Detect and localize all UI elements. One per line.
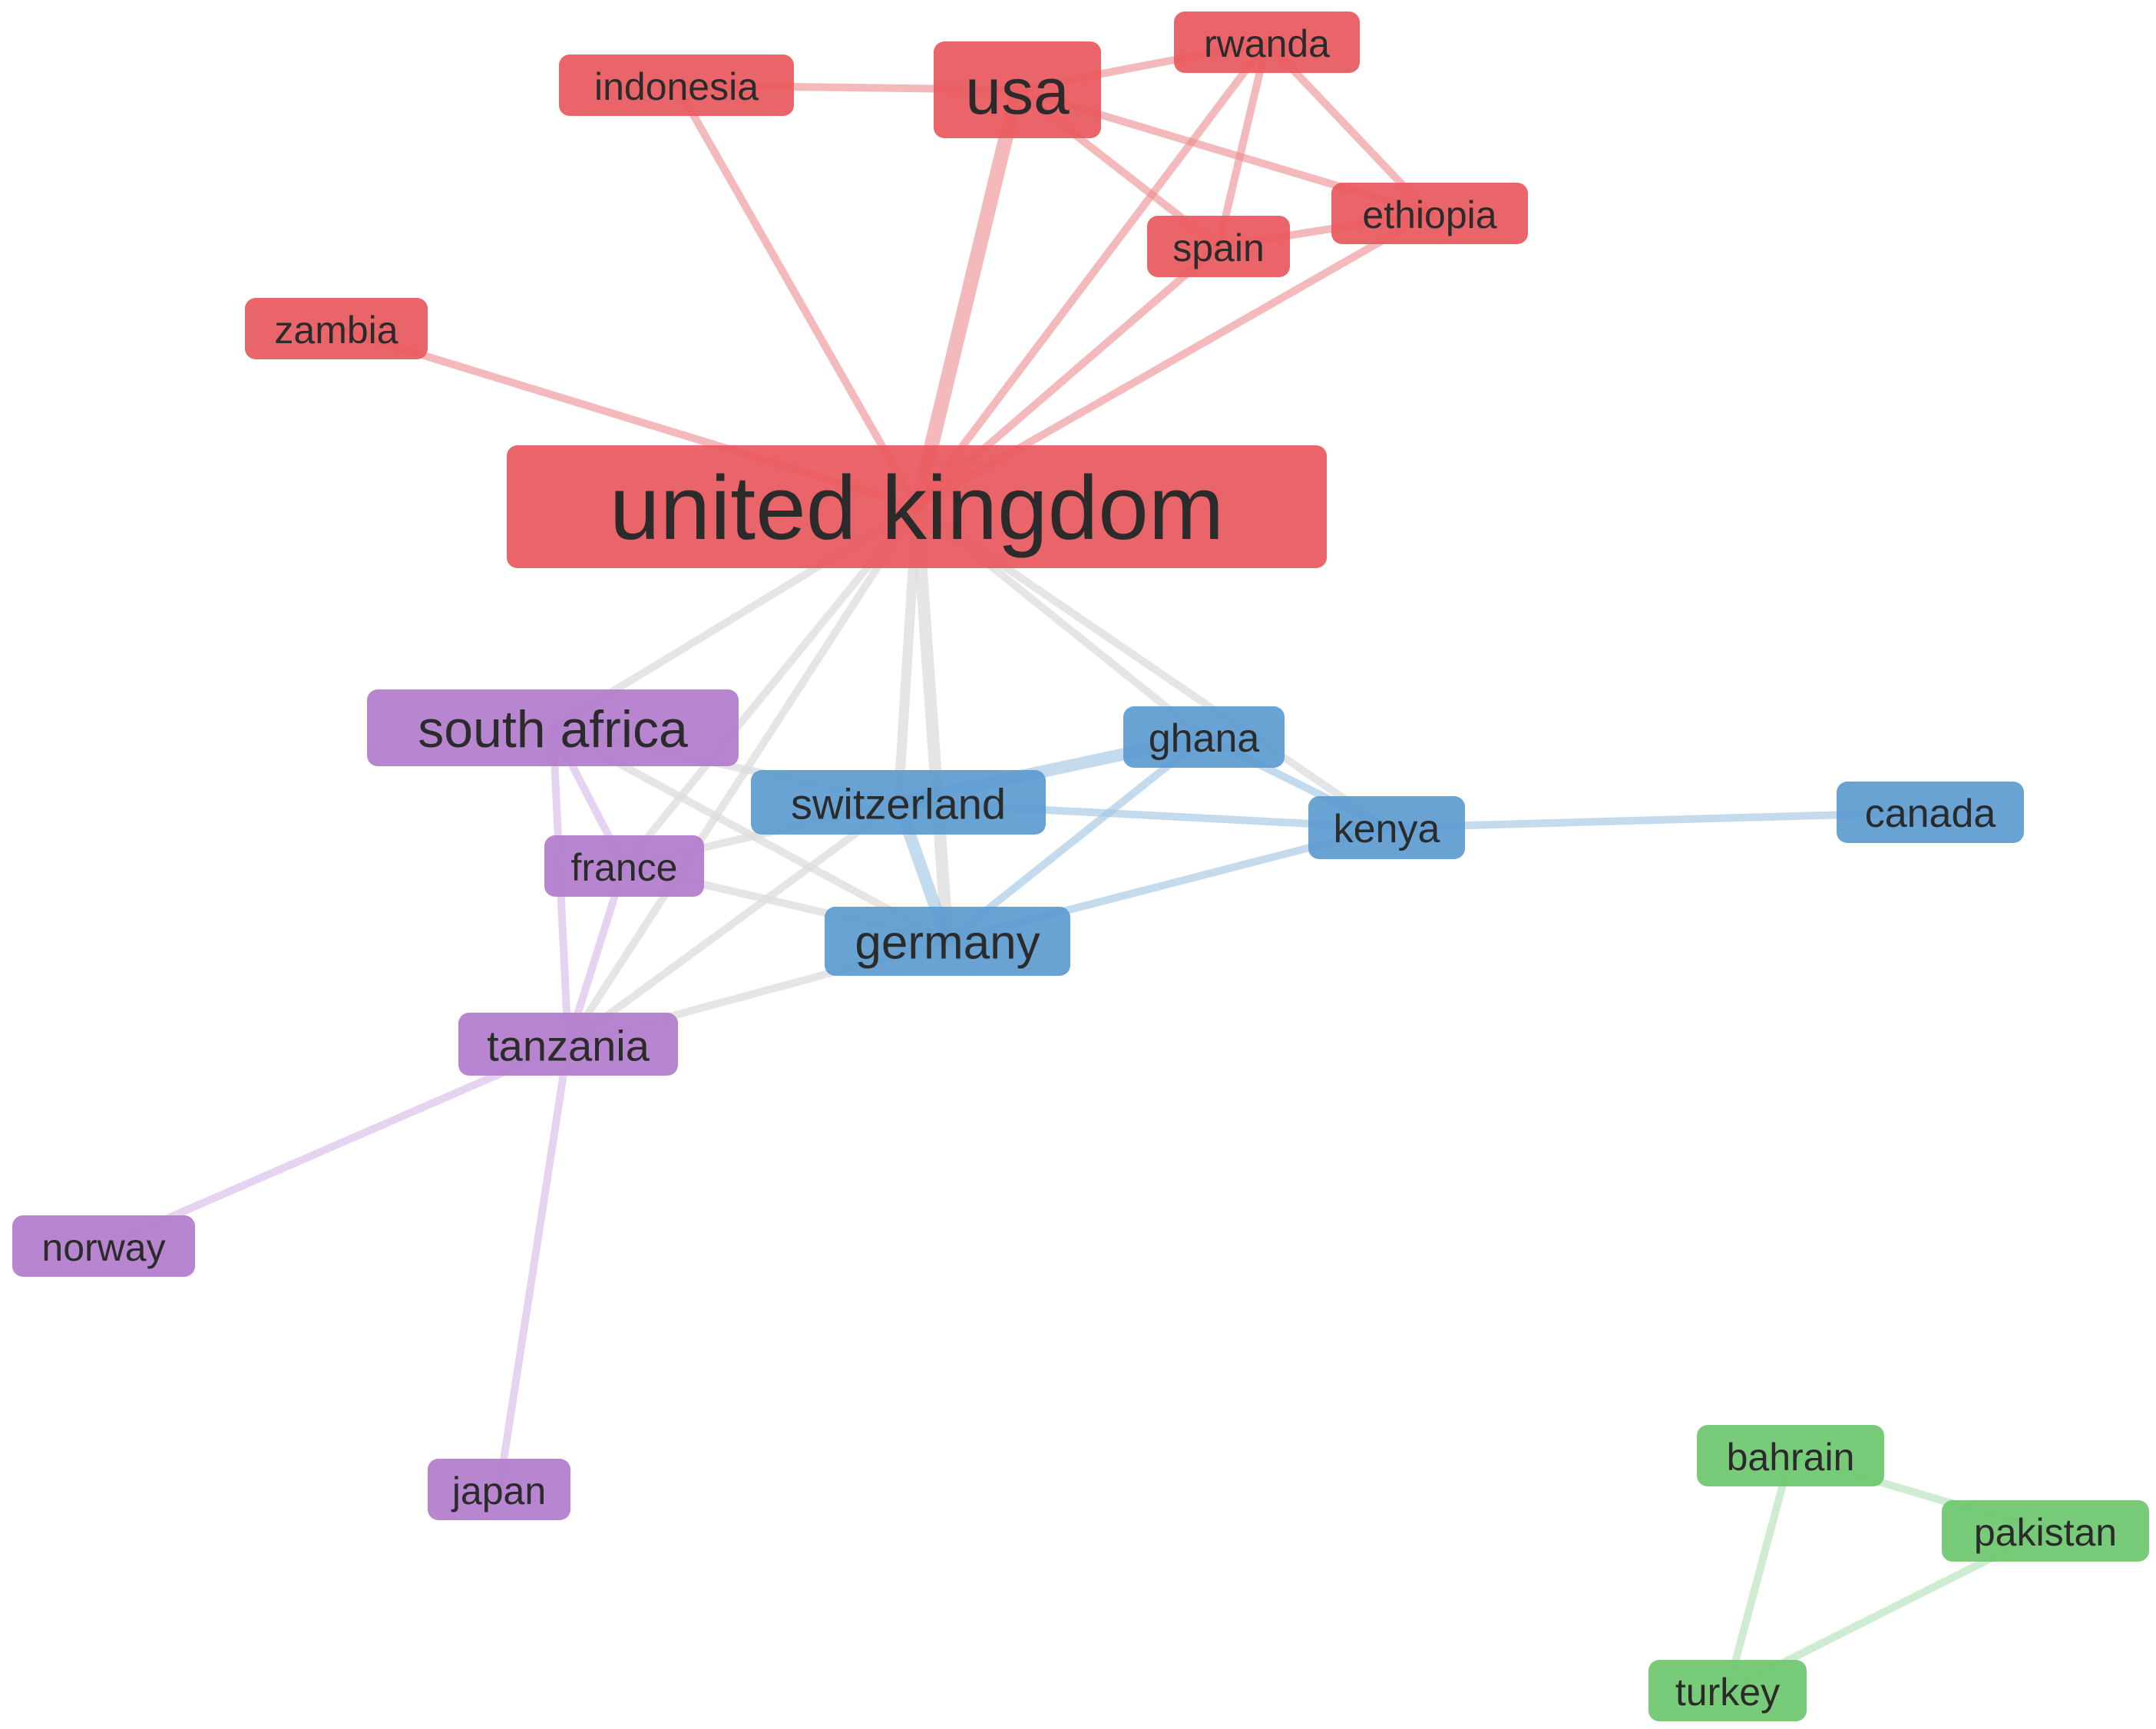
node-norway[interactable]: norway xyxy=(12,1215,195,1277)
node-spain[interactable]: spain xyxy=(1147,216,1290,277)
edge-united_kingdom-rwanda xyxy=(913,38,1271,511)
node-box-norway[interactable] xyxy=(12,1215,195,1277)
node-box-tanzania[interactable] xyxy=(458,1013,678,1076)
node-label-bahrain: bahrain xyxy=(1727,1436,1855,1479)
node-label-japan: japan xyxy=(451,1469,546,1512)
node-box-united_kingdom[interactable] xyxy=(507,445,1327,568)
node-tanzania[interactable]: tanzania xyxy=(458,1013,678,1076)
node-label-norway: norway xyxy=(41,1226,165,1269)
node-label-spain: spain xyxy=(1172,226,1265,269)
node-pakistan[interactable]: pakistan xyxy=(1942,1500,2149,1562)
node-zambia[interactable]: zambia xyxy=(245,298,428,359)
node-label-tanzania: tanzania xyxy=(487,1022,650,1070)
node-label-pakistan: pakistan xyxy=(1974,1511,2117,1554)
edge-bahrain-turkey xyxy=(1724,1452,1794,1694)
node-box-turkey[interactable] xyxy=(1648,1660,1807,1721)
node-france[interactable]: france xyxy=(544,835,704,897)
edge-tanzania-norway xyxy=(100,1040,572,1250)
node-box-zambia[interactable] xyxy=(245,298,428,359)
node-box-france[interactable] xyxy=(544,835,704,897)
node-label-ghana: ghana xyxy=(1149,716,1260,761)
node-box-germany[interactable] xyxy=(825,907,1070,976)
node-usa[interactable]: usa xyxy=(934,41,1101,138)
node-bahrain[interactable]: bahrain xyxy=(1697,1425,1884,1486)
node-label-canada: canada xyxy=(1865,792,1996,836)
node-label-rwanda: rwanda xyxy=(1204,22,1330,65)
edge-united_kingdom-germany xyxy=(911,501,954,947)
edge-tanzania-japan xyxy=(495,1040,572,1493)
node-label-united_kingdom: united kingdom xyxy=(610,458,1224,559)
node-label-zambia: zambia xyxy=(274,309,398,352)
node-box-kenya[interactable] xyxy=(1308,796,1465,859)
node-label-south_africa: south africa xyxy=(418,700,688,759)
node-label-indonesia: indonesia xyxy=(594,65,759,108)
node-switzerland[interactable]: switzerland xyxy=(751,770,1046,835)
node-canada[interactable]: canada xyxy=(1837,782,2024,843)
node-box-indonesia[interactable] xyxy=(559,55,794,116)
node-box-pakistan[interactable] xyxy=(1942,1500,2149,1562)
nodes-layer: united kingdom usa indonesia rwanda ethiopia… xyxy=(12,12,2149,1721)
node-box-ghana[interactable] xyxy=(1123,706,1285,768)
node-label-switzerland: switzerland xyxy=(791,780,1006,828)
node-box-spain[interactable] xyxy=(1147,216,1290,277)
node-label-usa: usa xyxy=(965,55,1070,127)
node-turkey[interactable]: turkey xyxy=(1648,1660,1807,1721)
node-box-bahrain[interactable] xyxy=(1697,1425,1884,1486)
node-label-ethiopia: ethiopia xyxy=(1362,193,1496,236)
node-japan[interactable]: japan xyxy=(428,1459,570,1520)
node-label-kenya: kenya xyxy=(1334,807,1440,851)
node-ghana[interactable]: ghana xyxy=(1123,706,1285,768)
node-rwanda[interactable]: rwanda xyxy=(1174,12,1360,73)
edge-united_kingdom-tanzania xyxy=(564,503,921,1048)
node-ethiopia[interactable]: ethiopia xyxy=(1331,183,1528,244)
edge-united_kingdom-usa xyxy=(909,82,1025,514)
node-box-canada[interactable] xyxy=(1837,782,2024,843)
node-south_africa[interactable]: south africa xyxy=(367,689,739,766)
node-box-japan[interactable] xyxy=(428,1459,570,1520)
node-box-switzerland[interactable] xyxy=(751,770,1046,835)
node-box-ethiopia[interactable] xyxy=(1331,183,1528,244)
node-united_kingdom[interactable]: united kingdom xyxy=(507,445,1327,568)
node-box-south_africa[interactable] xyxy=(367,689,739,766)
node-box-usa[interactable] xyxy=(934,41,1101,138)
node-kenya[interactable]: kenya xyxy=(1308,796,1465,859)
node-label-germany: germany xyxy=(855,917,1040,970)
edge-united_kingdom-indonesia xyxy=(673,81,921,511)
node-box-rwanda[interactable] xyxy=(1174,12,1360,73)
node-germany[interactable]: germany xyxy=(825,907,1070,976)
node-indonesia[interactable]: indonesia xyxy=(559,55,794,116)
edge-tanzania-switzerland xyxy=(564,798,902,1048)
node-label-turkey: turkey xyxy=(1675,1671,1780,1714)
node-label-france: france xyxy=(571,846,678,889)
edge-rwanda-spain xyxy=(1215,38,1271,250)
